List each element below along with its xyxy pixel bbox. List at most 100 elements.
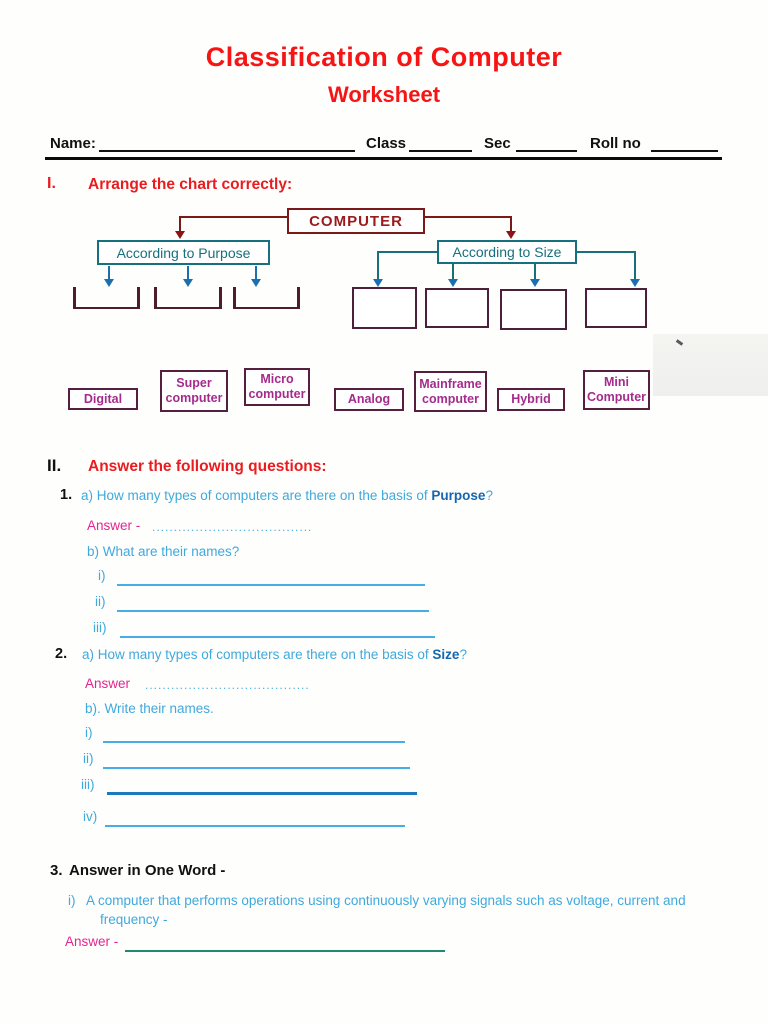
q3-item-text-line1: A computer that performs operations usin…	[86, 893, 686, 908]
branch-size-box: According to Size	[437, 240, 577, 264]
purpose-arrow-line	[255, 266, 257, 281]
q1-answer-label: Answer -	[87, 518, 141, 533]
page-title: Classification of Computer	[205, 42, 563, 72]
word-bank-item: Micro computer	[244, 368, 310, 406]
purpose-slot	[73, 287, 140, 309]
q2-part-a-qmark: ?	[459, 647, 467, 662]
q2-blank-ii-line	[103, 767, 410, 769]
section1-heading: Arrange the chart correctly:	[88, 176, 293, 193]
word-bank-item: Analog	[334, 388, 404, 411]
branch-purpose-label: According to Purpose	[116, 244, 251, 261]
section2-number: II.	[47, 456, 62, 475]
q1-blank-i-label: i)	[98, 568, 106, 583]
size-slot	[425, 288, 489, 328]
size-arrow-elbow	[377, 251, 437, 253]
q2-blank-iv-label: iv)	[83, 809, 98, 824]
q3-item-label: i)	[68, 893, 76, 908]
connector-left-vertical	[179, 216, 181, 232]
arrow-down-icon	[506, 231, 516, 239]
arrow-down-icon	[251, 279, 261, 287]
q1-part-a: a) How many types of computers are there…	[81, 487, 721, 505]
size-arrow-line	[452, 264, 454, 281]
header-divider	[45, 157, 722, 160]
q2-part-a-text: a) How many types of computers are there…	[82, 647, 433, 662]
word-bank-item: Hybrid	[497, 388, 565, 411]
size-arrow-elbow	[577, 251, 635, 253]
word-bank-label: Mainframe computer	[419, 376, 482, 406]
word-bank-label: Hybrid	[511, 392, 551, 406]
purpose-slot	[233, 287, 300, 309]
chart-root-box: COMPUTER	[287, 208, 425, 234]
arrow-down-icon	[530, 279, 540, 287]
arrow-down-icon	[373, 279, 383, 287]
rollno-blank	[651, 136, 718, 152]
sec-label: Sec	[484, 135, 511, 152]
size-arrow-line	[634, 251, 636, 281]
word-bank-item: Super computer	[160, 370, 228, 412]
q2-part-b: b). Write their names.	[85, 701, 214, 716]
arrow-down-icon	[104, 279, 114, 287]
q1-part-a-qmark: ?	[485, 488, 493, 503]
word-bank-item: Digital	[68, 388, 138, 410]
branch-purpose-box: According to Purpose	[97, 240, 270, 265]
section1-number: I.	[47, 175, 56, 192]
q3-heading: Answer in One Word -	[69, 862, 226, 879]
word-bank-label: Analog	[347, 392, 391, 406]
scan-artifact	[653, 334, 768, 396]
q1-blank-ii-label: ii)	[95, 594, 106, 609]
q2-blank-iii-label: iii)	[81, 777, 95, 792]
connector-right-horizontal	[425, 216, 511, 218]
q1-answer-dotted-blank: .....................................	[152, 520, 313, 534]
word-bank-label: Super computer	[165, 376, 223, 405]
name-blank	[99, 136, 355, 152]
q2-number: 2.	[55, 646, 68, 662]
q2-blank-iv-line	[105, 825, 405, 827]
page-subtitle: Worksheet	[327, 82, 441, 107]
arrow-down-icon	[630, 279, 640, 287]
q3-answer-line	[125, 950, 445, 952]
word-bank-item: Mini Computer	[583, 370, 650, 410]
arrow-down-icon	[183, 279, 193, 287]
section2-heading: Answer the following questions:	[88, 458, 327, 475]
size-slot	[500, 289, 567, 330]
q2-part-a: a) How many types of computers are there…	[82, 646, 722, 664]
q1-number: 1.	[60, 487, 73, 503]
branch-size-label: According to Size	[452, 244, 562, 260]
q2-answer-dotted-blank: ......................................	[145, 678, 310, 692]
q1-part-b: b) What are their names?	[87, 544, 240, 559]
class-label: Class	[366, 135, 407, 152]
word-bank-label: Mini Computer	[586, 375, 647, 404]
word-bank-label: Digital	[83, 391, 123, 406]
name-label: Name:	[50, 135, 96, 152]
size-arrow-line	[534, 264, 536, 281]
arrow-down-icon	[175, 231, 185, 239]
size-arrow-line	[377, 251, 379, 281]
q1-blank-ii-line	[117, 610, 429, 612]
word-bank-item: Mainframe computer	[414, 371, 487, 412]
q1-part-a-text: a) How many types of computers are there…	[81, 488, 432, 503]
q3-answer-label: Answer -	[65, 934, 119, 949]
arrow-down-icon	[448, 279, 458, 287]
size-slot	[352, 287, 417, 329]
q2-blank-iii-line	[107, 792, 417, 795]
class-blank	[409, 136, 472, 152]
q1-part-a-keyword: Purpose	[431, 488, 486, 503]
connector-left-horizontal	[180, 216, 287, 218]
purpose-slot	[154, 287, 222, 309]
q2-blank-ii-label: ii)	[83, 751, 94, 766]
purpose-arrow-line	[187, 266, 189, 281]
q3-number: 3.	[50, 862, 63, 879]
word-bank-label: Micro computer	[248, 372, 306, 401]
purpose-arrow-line	[108, 266, 110, 281]
q2-blank-i-label: i)	[85, 725, 93, 740]
rollno-label: Roll no	[590, 135, 641, 152]
sec-blank	[516, 136, 577, 152]
connector-right-vertical	[510, 216, 512, 232]
size-slot	[585, 288, 647, 328]
q2-blank-i-line	[103, 741, 405, 743]
q1-blank-i-line	[117, 584, 425, 586]
q1-blank-iii-line	[120, 636, 435, 638]
chart-root-label: COMPUTER	[309, 212, 403, 230]
q2-part-a-keyword: Size	[432, 647, 460, 662]
